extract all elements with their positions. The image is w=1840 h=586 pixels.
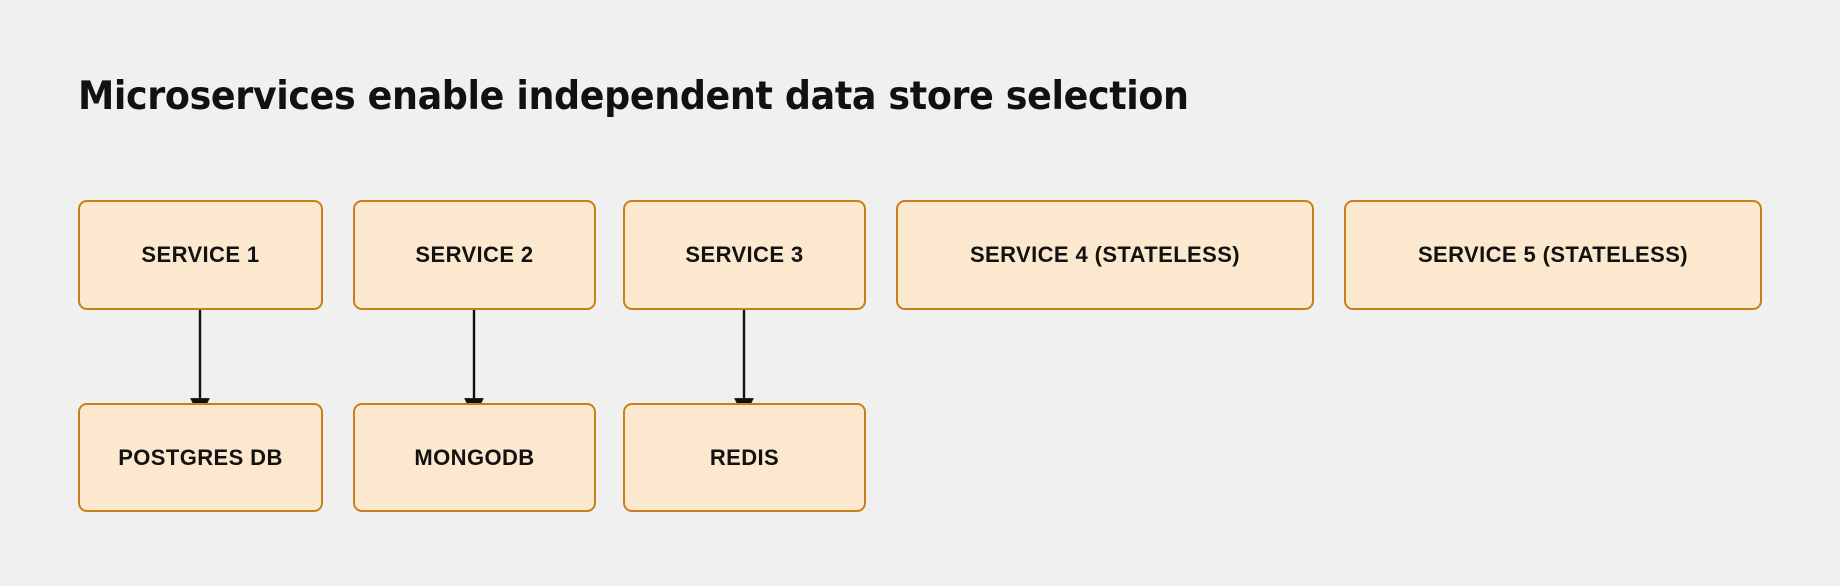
node-label-mongodb: MONGODB xyxy=(414,444,535,470)
node-mongodb[interactable]: MONGODB xyxy=(353,403,596,512)
node-label-redis: REDIS xyxy=(709,444,780,470)
node-postgres-db[interactable]: POSTGRES DB xyxy=(78,403,323,512)
node-service-2[interactable]: SERVICE 2 xyxy=(353,200,596,310)
node-service-3[interactable]: SERVICE 3 xyxy=(623,200,866,310)
page-title: Microservices enable independent data st… xyxy=(78,74,1189,119)
node-label-postgres-db: POSTGRES DB xyxy=(118,444,283,470)
node-label-service-4: SERVICE 4 (STATELESS) xyxy=(969,242,1240,267)
node-label-service-5: SERVICE 5 (STATELESS) xyxy=(1417,242,1688,267)
node-service-5[interactable]: SERVICE 5 (STATELESS) xyxy=(1344,200,1762,310)
node-label-service-3: SERVICE 3 xyxy=(685,242,804,267)
node-label-service-2: SERVICE 2 xyxy=(415,242,534,267)
node-service-4[interactable]: SERVICE 4 (STATELESS) xyxy=(896,200,1314,310)
node-redis[interactable]: REDIS xyxy=(623,403,866,512)
node-service-1[interactable]: SERVICE 1 xyxy=(78,200,323,310)
node-label-service-1: SERVICE 1 xyxy=(141,242,260,267)
